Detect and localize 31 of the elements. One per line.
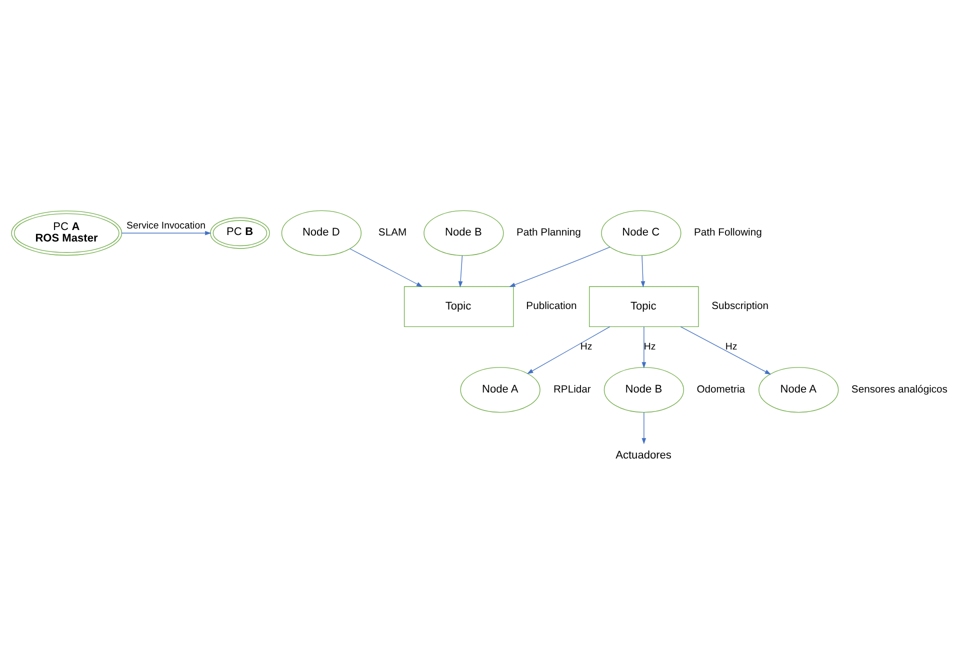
edge-label: Hz	[644, 341, 656, 352]
node-ellipse: Node A	[758, 366, 839, 412]
node-ellipse: PC A ROS Master	[11, 210, 122, 256]
node-ellipse: Node C	[601, 210, 682, 256]
arrow	[642, 412, 646, 444]
node-label: Path Following	[694, 227, 762, 238]
edge-label: Hz	[725, 341, 738, 352]
arrow	[680, 326, 772, 374]
node-ellipse: Node B	[604, 366, 684, 412]
node-label: Path Planning	[516, 227, 581, 238]
node-label: Subscription	[712, 300, 769, 312]
node-label: Sensores analógicos	[851, 384, 948, 395]
node-label: SLAM	[378, 227, 407, 238]
node-ellipse: Node D	[281, 210, 362, 256]
arrow	[509, 246, 610, 286]
arrow	[640, 254, 646, 287]
edge-label: Hz	[580, 341, 592, 352]
arrow	[350, 248, 423, 286]
node-box: Topic	[404, 286, 514, 327]
arrow	[458, 254, 463, 287]
node-box: Topic	[589, 286, 699, 327]
edge-label: Service Invocation	[126, 220, 206, 231]
node-ellipse: Node B	[424, 210, 504, 256]
node-text: Actuadores	[616, 448, 672, 461]
node-ellipse: PC B	[210, 216, 270, 248]
arrow	[642, 326, 646, 368]
node-label: RPLidar	[553, 384, 591, 395]
arrow	[121, 230, 212, 235]
arrow	[526, 326, 610, 374]
node-label: Odometria	[696, 384, 746, 395]
node-label: Publication	[526, 300, 577, 312]
